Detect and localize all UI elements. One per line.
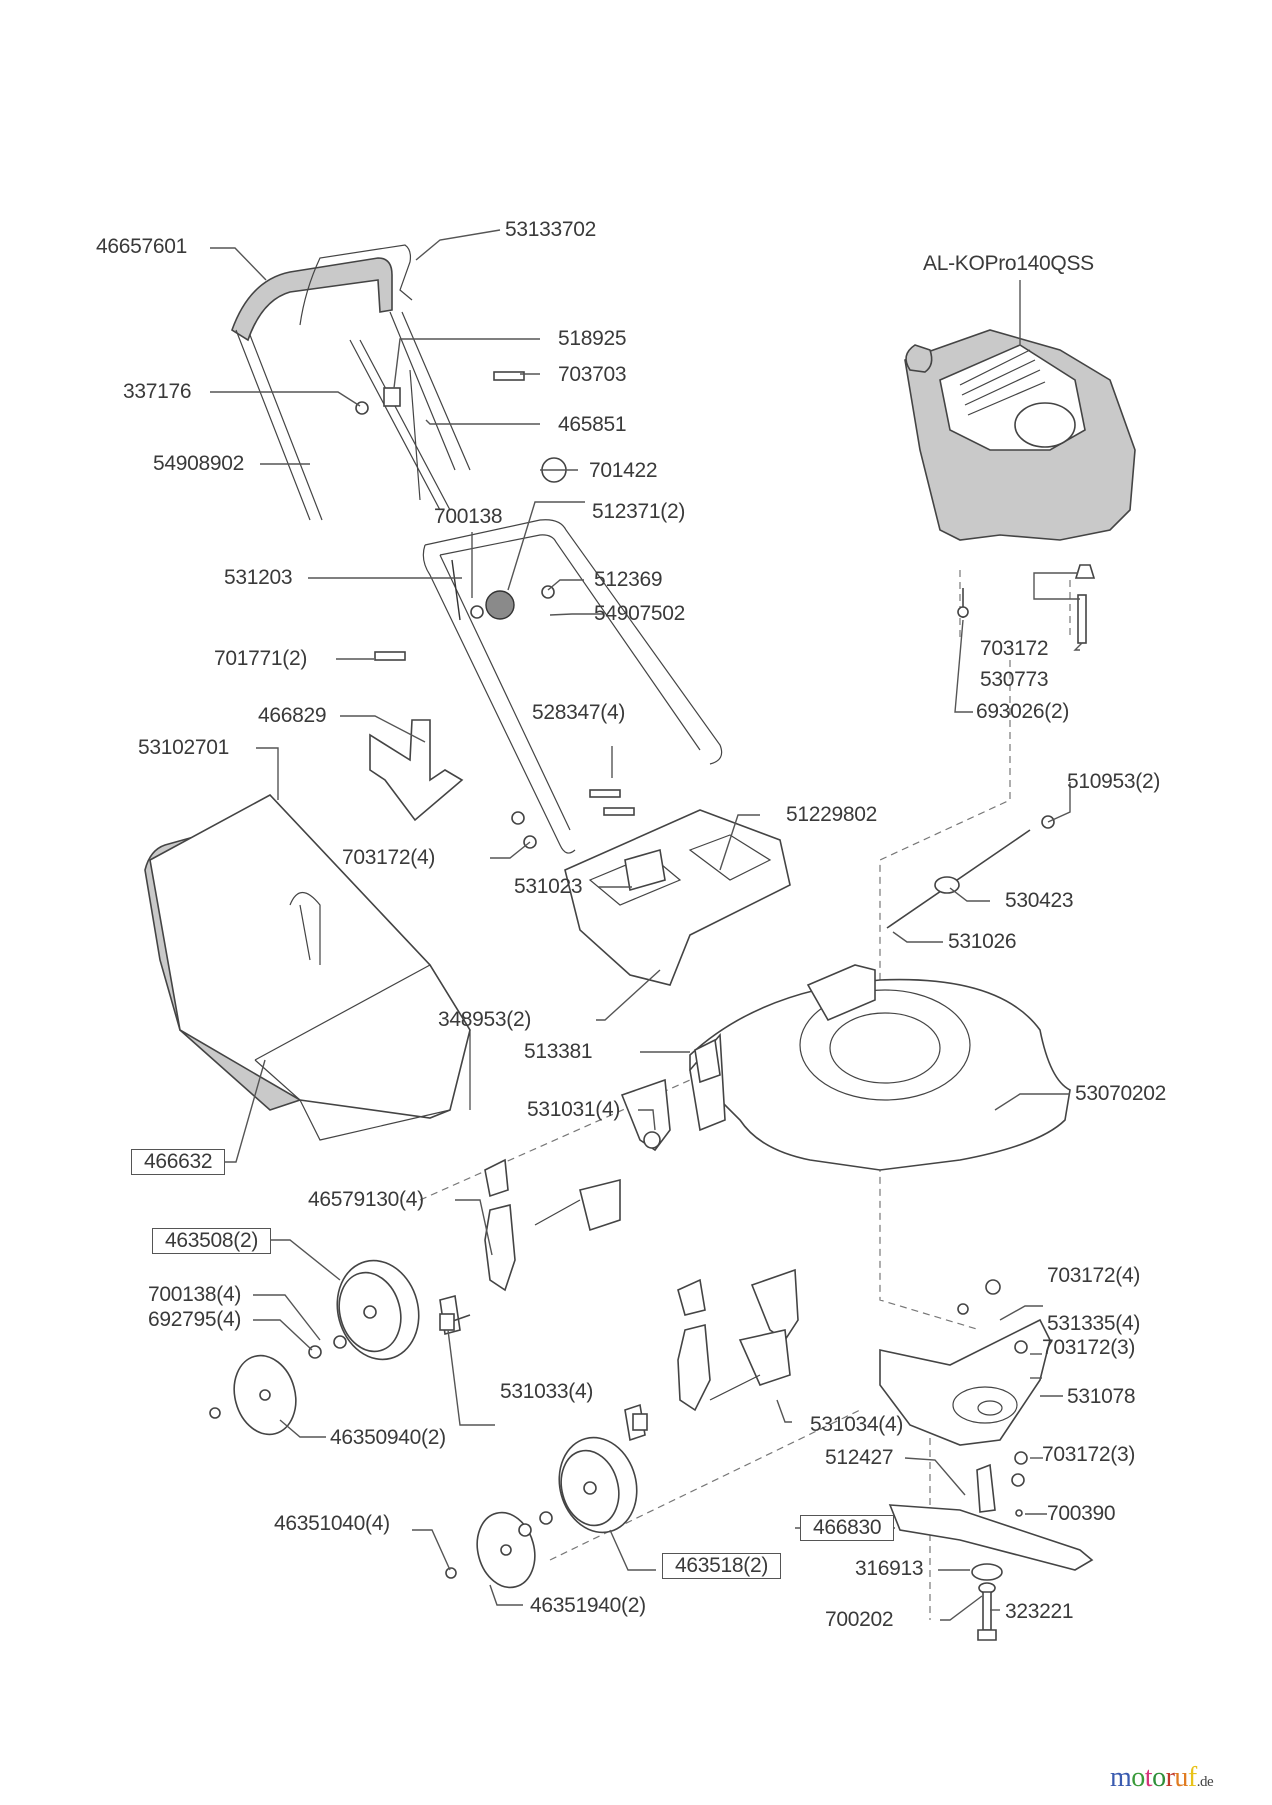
- logo-letter: u: [1174, 1762, 1188, 1793]
- part-label-518925[interactable]: 518925: [558, 327, 627, 350]
- part-label-53070202[interactable]: 53070202: [1075, 1082, 1167, 1105]
- part-label-512369[interactable]: 512369: [594, 568, 663, 591]
- part-label-700138[interactable]: 700138: [434, 505, 503, 528]
- part-label-700202[interactable]: 700202: [825, 1608, 894, 1631]
- front-wheel-part: [558, 1436, 638, 1534]
- logo-tld: .de: [1196, 1774, 1214, 1790]
- part-label-53102701[interactable]: 53102701: [138, 736, 230, 759]
- part-label-512371-2[interactable]: 512371(2): [592, 500, 686, 523]
- motoruf-watermark-logo: motoruf.de: [1110, 1762, 1214, 1794]
- engine-label[interactable]: AL-KOPro140QSS: [923, 252, 1094, 275]
- logo-letter: o: [1131, 1762, 1145, 1793]
- upper-handle-part: [231, 244, 471, 521]
- part-label-51229802[interactable]: 51229802: [786, 803, 878, 826]
- part-label-531031-4[interactable]: 531031(4): [527, 1098, 621, 1121]
- part-label-46350940-2[interactable]: 46350940(2): [330, 1426, 446, 1449]
- part-label-528347-4[interactable]: 528347(4): [532, 701, 626, 724]
- lower-handle-part: [422, 519, 723, 854]
- part-label-703172-4[interactable]: 703172(4): [342, 846, 436, 869]
- part-label-701422[interactable]: 701422: [589, 459, 658, 482]
- part-label-701771-2[interactable]: 701771(2): [214, 647, 308, 670]
- height-adjusters: [439, 1078, 799, 1442]
- part-label-692795-4[interactable]: 692795(4): [148, 1308, 242, 1331]
- part-label-531026[interactable]: 531026: [948, 930, 1017, 953]
- part-label-513381[interactable]: 513381: [524, 1040, 593, 1063]
- rear-flap-part: [564, 809, 791, 986]
- part-label-316913[interactable]: 316913: [855, 1557, 924, 1580]
- logo-letter: r: [1165, 1762, 1175, 1793]
- part-label-693026-2[interactable]: 693026(2): [976, 700, 1070, 723]
- chute-part: [369, 719, 464, 822]
- part-label-530773[interactable]: 530773: [980, 668, 1049, 691]
- part-label-465851[interactable]: 465851: [558, 413, 627, 436]
- part-label-531023[interactable]: 531023: [514, 875, 583, 898]
- part-label-54907502[interactable]: 54907502: [594, 602, 686, 625]
- part-label-531078[interactable]: 531078: [1067, 1385, 1136, 1408]
- part-label-512427[interactable]: 512427: [825, 1446, 894, 1469]
- logo-letter: t: [1144, 1762, 1153, 1793]
- front-hubcap-part: [476, 1511, 536, 1589]
- logo-letter: o: [1152, 1762, 1166, 1793]
- leader-lines: [210, 229, 1083, 1621]
- part-label-466830[interactable]: 466830: [800, 1515, 895, 1541]
- part-label-46351040-4[interactable]: 46351040(4): [274, 1512, 390, 1535]
- part-label-531033-4[interactable]: 531033(4): [500, 1380, 594, 1403]
- engine-part: [904, 329, 1136, 541]
- part-label-53133702[interactable]: 53133702: [505, 218, 597, 241]
- part-label-703172-4b[interactable]: 703172(4): [1047, 1264, 1141, 1287]
- part-label-463518-2[interactable]: 463518(2): [662, 1553, 782, 1579]
- part-label-323221[interactable]: 323221: [1005, 1600, 1074, 1623]
- rear-wheel-part: [336, 1259, 420, 1361]
- part-label-700390[interactable]: 700390: [1047, 1502, 1116, 1525]
- fasteners: [355, 371, 635, 849]
- deck-part: [689, 964, 1071, 1171]
- grass-catcher-part: [144, 794, 471, 1141]
- part-label-700138-4[interactable]: 700138(4): [148, 1283, 242, 1306]
- part-label-703172-3a[interactable]: 703172(3): [1042, 1336, 1136, 1359]
- part-label-466829[interactable]: 466829: [258, 704, 327, 727]
- part-label-54908902[interactable]: 54908902: [153, 452, 245, 475]
- part-label-348953-2[interactable]: 348953(2): [438, 1008, 532, 1031]
- part-label-466632[interactable]: 466632: [131, 1149, 226, 1175]
- logo-letter: f: [1187, 1762, 1197, 1793]
- rear-hubcap-part: [233, 1354, 297, 1436]
- blade-assembly: [879, 1279, 1094, 1641]
- logo-letter: m: [1110, 1762, 1132, 1793]
- engine-bolts: [957, 564, 1096, 644]
- part-label-46579130-4[interactable]: 46579130(4): [308, 1188, 424, 1211]
- part-label-510953-2[interactable]: 510953(2): [1067, 770, 1161, 793]
- part-label-46657601[interactable]: 46657601: [96, 235, 188, 258]
- part-label-703703[interactable]: 703703: [558, 363, 627, 386]
- part-label-463508-2[interactable]: 463508(2): [152, 1228, 272, 1254]
- part-label-531034-4[interactable]: 531034(4): [810, 1413, 904, 1436]
- part-label-46351940-2[interactable]: 46351940(2): [530, 1594, 646, 1617]
- part-label-531203[interactable]: 531203: [224, 566, 293, 589]
- part-label-531335-4[interactable]: 531335(4): [1047, 1312, 1141, 1335]
- part-label-530423[interactable]: 530423: [1005, 889, 1074, 912]
- part-label-337176[interactable]: 337176: [123, 380, 192, 403]
- wheel-fasteners: [209, 1313, 648, 1579]
- part-label-703172-3b[interactable]: 703172(3): [1042, 1443, 1136, 1466]
- part-label-703172[interactable]: 703172: [980, 637, 1049, 660]
